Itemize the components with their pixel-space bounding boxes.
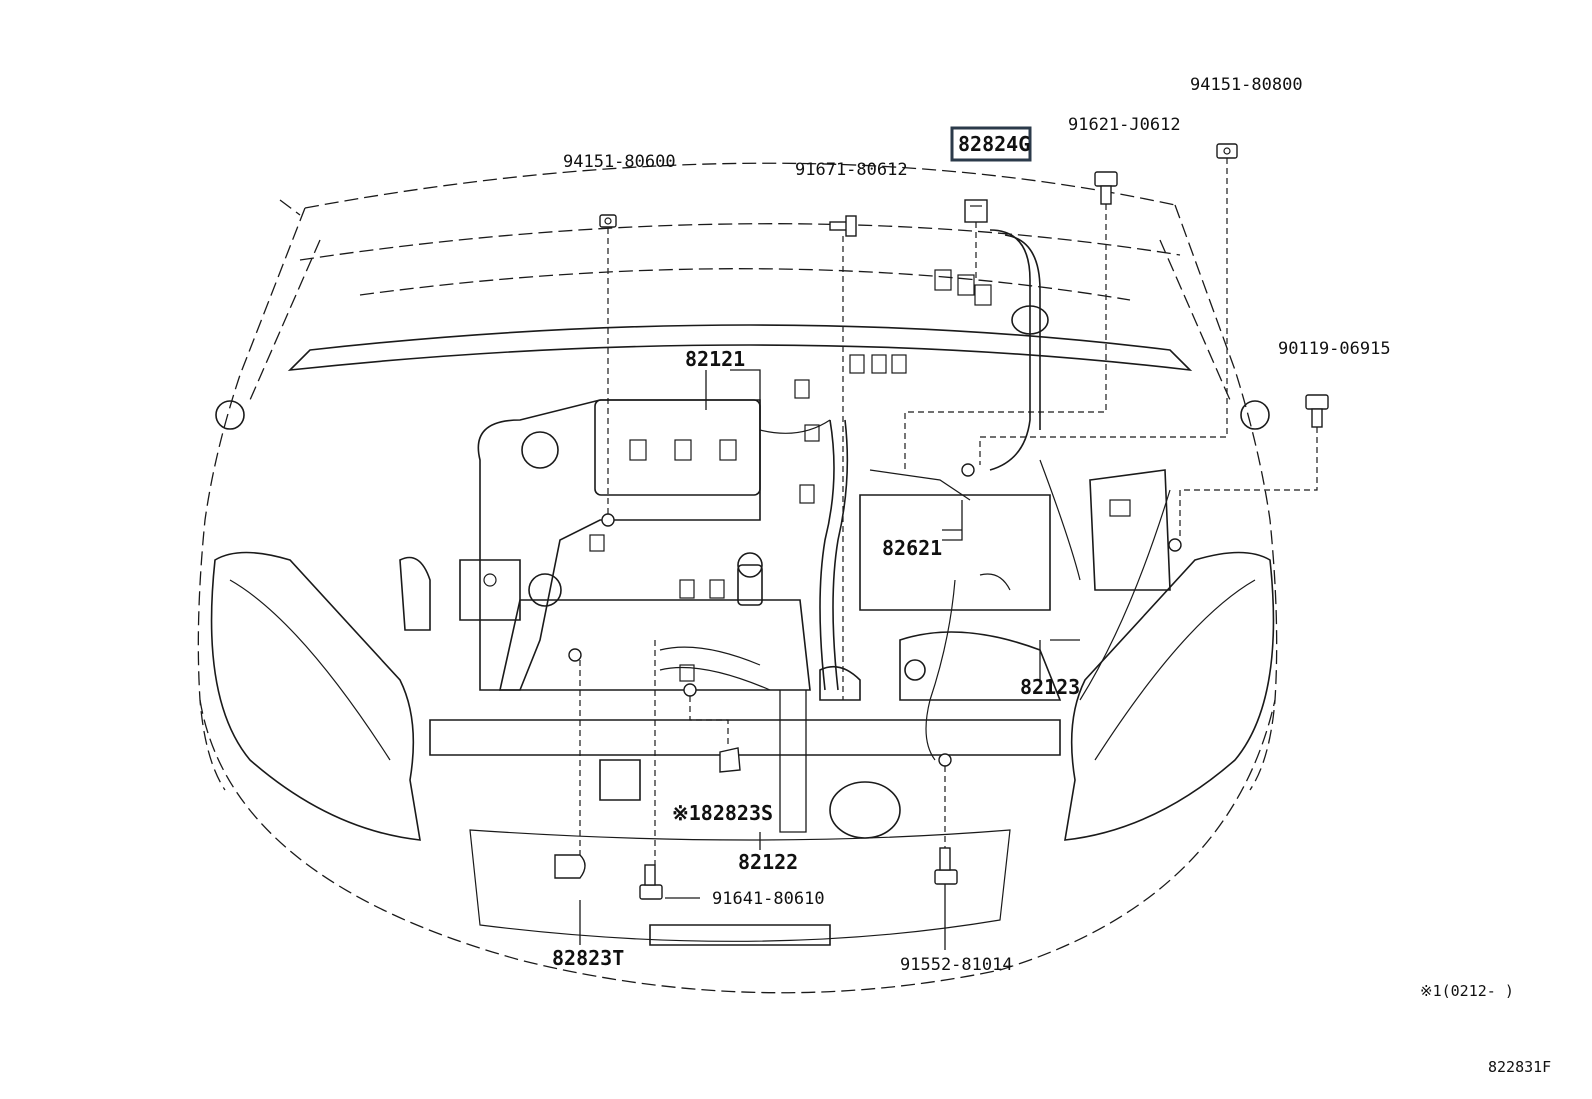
label-91641-80610: 91641-80610 <box>712 889 825 909</box>
leader-lines <box>579 158 1318 950</box>
clip-icon <box>719 747 741 773</box>
headlight-left <box>210 400 421 841</box>
label-91671-80612: 91671-80612 <box>795 160 908 180</box>
engine-assembly <box>399 399 901 839</box>
nut-icon <box>599 214 617 228</box>
clip-icon <box>554 854 586 879</box>
bolt-icon <box>934 847 958 885</box>
label-94151-80800: 94151-80800 <box>1190 75 1303 95</box>
connector-icon <box>964 199 988 223</box>
headlight-right <box>1064 400 1275 841</box>
footnote: ※1(0212- ) <box>1420 982 1514 1000</box>
label-82823S: ※182823S <box>672 801 773 825</box>
bolt-icon <box>1305 394 1329 428</box>
part-labels: 94151-80600 91671-80612 82824G 91621-J06… <box>552 75 1551 1076</box>
fastener-symbols <box>554 143 1329 900</box>
label-82122: 82122 <box>738 850 798 874</box>
label-94151-80600: 94151-80600 <box>563 152 676 172</box>
label-82121: 82121 <box>685 347 745 371</box>
diagram-code: 822831F <box>1488 1058 1551 1076</box>
bolt-icon <box>639 864 663 900</box>
label-82824G: 82824G <box>958 132 1030 156</box>
label-91552-81014: 91552-81014 <box>900 955 1013 975</box>
bolt-icon <box>829 215 857 237</box>
body-outline <box>197 162 1278 994</box>
wire-harness <box>589 229 1171 761</box>
label-82123: 82123 <box>1020 675 1080 699</box>
label-90119-06915: 90119-06915 <box>1278 339 1391 359</box>
label-82824G-box <box>950 126 1032 162</box>
label-82823T: 82823T <box>552 946 624 970</box>
battery-area <box>859 469 1171 701</box>
label-91621-J0612: 91621-J0612 <box>1068 115 1181 135</box>
label-82621: 82621 <box>882 536 942 560</box>
nut-icon <box>1216 143 1238 159</box>
bolt-icon <box>1094 171 1118 205</box>
